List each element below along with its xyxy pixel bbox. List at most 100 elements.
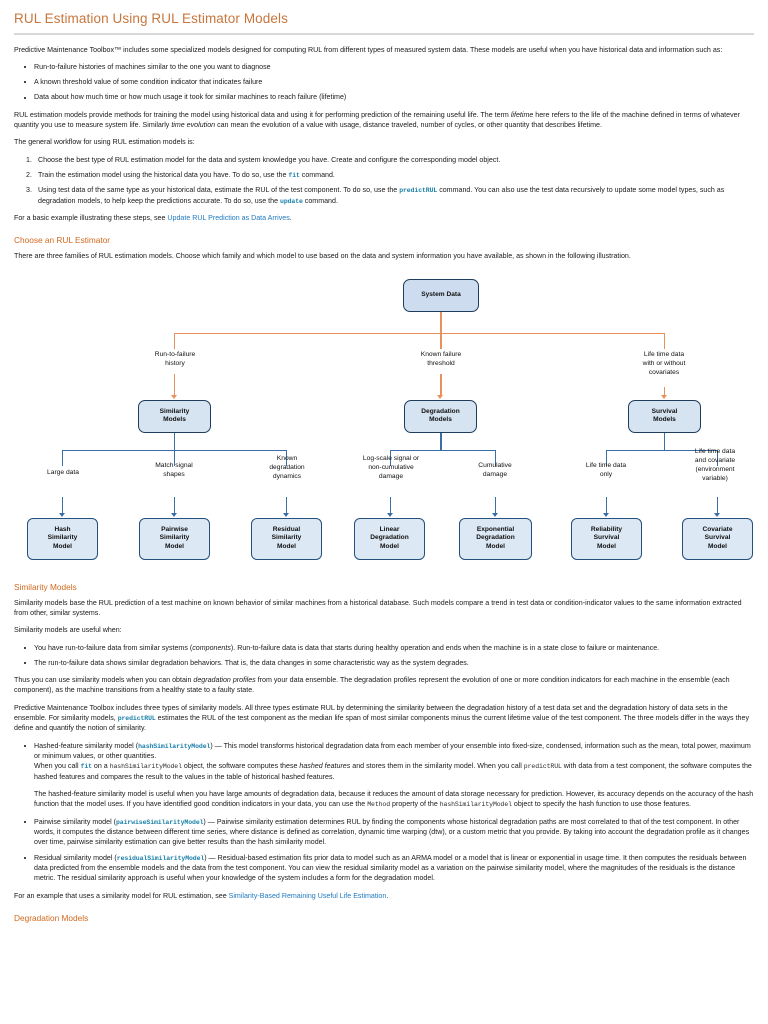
similarity-bullet-list: You have run-to-failure data from simila… bbox=[14, 643, 754, 669]
bullet-text: ) — This model transforms historical deg… bbox=[34, 741, 751, 761]
text-fragment: Thus you can use similarity models when … bbox=[14, 676, 194, 685]
workflow-lead-in: The general workflow for using RUL estim… bbox=[14, 138, 195, 147]
text-fragment: When you call bbox=[34, 762, 81, 771]
edge-root-bus bbox=[174, 332, 664, 335]
arrow-leaf-2 bbox=[171, 512, 177, 517]
list-item-residual-similarity: Residual similarity model (residualSimil… bbox=[14, 853, 754, 884]
step-text: Train the estimation model using the his… bbox=[38, 170, 289, 179]
step-text: Choose the best type of RUL estimation m… bbox=[38, 155, 501, 164]
edge-to-similarity bbox=[174, 373, 176, 396]
edge-similarity-c2 bbox=[174, 449, 176, 466]
diagram-label-large-data: Large data bbox=[47, 468, 79, 476]
bullet-text: Pairwise similarity model ( bbox=[34, 817, 116, 826]
code-hashsimilaritymodel-obj: hashSimilarityModel bbox=[109, 763, 182, 771]
edge-degradation-stem bbox=[440, 432, 442, 451]
edge-survival-bus bbox=[606, 449, 718, 452]
text-fragment: here refers to the life of the machine d… bbox=[14, 110, 740, 129]
arrow-leaf-3 bbox=[283, 512, 289, 517]
emphasis-components: components bbox=[192, 643, 231, 652]
node-label: System Data bbox=[421, 290, 461, 298]
page-title: RUL Estimation Using RUL Estimator Model… bbox=[14, 11, 288, 26]
workflow-step-3: Using test data of the same type as your… bbox=[14, 185, 754, 206]
bullet-text: Residual similarity model ( bbox=[34, 853, 117, 862]
edge-branch-1-down bbox=[174, 332, 176, 349]
text-fragment: with data from a test component, the sof… bbox=[34, 762, 752, 781]
arrow-leaf-5 bbox=[492, 512, 498, 517]
intro-paragraph-2: RUL estimation models provide methods fo… bbox=[14, 110, 754, 131]
edge-similarity-c1 bbox=[62, 449, 64, 466]
arrow-to-similarity bbox=[171, 394, 177, 399]
text-fragment: from your data ensemble. The degradation… bbox=[14, 676, 730, 695]
similarity-paragraph-3: Thus you can use similarity models when … bbox=[14, 675, 754, 696]
text-fragment: on a bbox=[91, 762, 110, 771]
heading-choose-rul-estimator: Choose an RUL Estimator bbox=[14, 235, 111, 246]
bullet-text: Data about how much time or how much usa… bbox=[34, 93, 347, 102]
intro-paragraph-1: Predictive Maintenance Toolbox™ includes… bbox=[14, 45, 723, 54]
text-fragment: property of the bbox=[390, 800, 440, 809]
diagram-node-system-data: System Data bbox=[403, 278, 479, 312]
bullet-text: You have run-to-failure data from simila… bbox=[34, 643, 193, 652]
list-item: You have run-to-failure data from simila… bbox=[14, 643, 754, 653]
bullet-text: ) — Pairwise similarity estimation deter… bbox=[34, 817, 750, 847]
emphasis-hashed-features: hashed features bbox=[299, 762, 351, 771]
text-fragment: . bbox=[289, 214, 292, 223]
code-update: update bbox=[280, 197, 303, 205]
edge-leaf-7 bbox=[717, 496, 719, 514]
list-item: A known threshold value of some conditio… bbox=[14, 77, 754, 87]
document-page: RUL Estimation Using RUL Estimator Model… bbox=[0, 9, 768, 939]
code-pairwisesimilaritymodel: pairwiseSimilarityModel bbox=[116, 818, 204, 826]
edge-root-stem bbox=[440, 311, 442, 334]
text-fragment: can mean the evolution of a value with u… bbox=[215, 120, 602, 129]
bullet-text: Hashed-feature similarity model ( bbox=[34, 741, 139, 750]
text-fragment: object to specify the hash function to u… bbox=[511, 800, 691, 809]
step-text: command. bbox=[302, 196, 338, 205]
edge-leaf-2 bbox=[174, 496, 176, 514]
code-hashsimilaritymodel: hashSimilarityModel bbox=[138, 742, 211, 750]
code-predictrul: predictRUL bbox=[399, 187, 438, 195]
code-hashsimilaritymodel-obj-2: hashSimilarityModel bbox=[439, 801, 512, 809]
edge-branch-3-down bbox=[664, 332, 666, 349]
arrow-leaf-6 bbox=[603, 512, 609, 517]
basic-example-paragraph: For a basic example illustrating these s… bbox=[14, 213, 754, 223]
emphasis-degradation-profiles: degradation profiles bbox=[193, 676, 256, 685]
code-method-property: Method bbox=[367, 801, 391, 809]
edge-survival-stem bbox=[664, 432, 666, 451]
step-text: Using test data of the same type as your… bbox=[38, 186, 400, 195]
step-text: command. bbox=[299, 170, 335, 179]
heading-degradation-models: Degradation Models bbox=[14, 912, 89, 923]
workflow-step-list: Choose the best type of RUL estimation m… bbox=[14, 155, 754, 207]
bullet-text: The run-to-failure data shows similar de… bbox=[34, 658, 469, 667]
bullet-text: ) — Residual-based estimation fits prior… bbox=[34, 853, 747, 883]
arrow-to-degradation bbox=[437, 394, 444, 399]
edge-survival-c1 bbox=[606, 449, 608, 466]
link-similarity-based-rul-estimation[interactable]: Similarity-Based Remaining Useful Life E… bbox=[228, 891, 387, 900]
workflow-step-1: Choose the best type of RUL estimation m… bbox=[14, 155, 754, 166]
text-fragment: The hashed-feature similarity model is u… bbox=[34, 790, 754, 809]
edge-to-degradation bbox=[440, 373, 442, 396]
edge-leaf-4 bbox=[390, 496, 392, 514]
code-residualsimilaritymodel: residualSimilarityModel bbox=[116, 854, 205, 862]
text-fragment: and stores them in the similarity model.… bbox=[350, 762, 524, 771]
similarity-model-types-list: Hashed-feature similarity model (hashSim… bbox=[14, 741, 754, 884]
edge-similarity-c3 bbox=[286, 449, 288, 466]
code-predictrul-inline: predictRUL bbox=[117, 714, 156, 722]
link-update-rul-prediction[interactable]: Update RUL Prediction as Data Arrives bbox=[167, 214, 290, 223]
edge-leaf-5 bbox=[495, 496, 497, 514]
similarity-paragraph-1: Similarity models base the RUL predictio… bbox=[14, 598, 742, 617]
emphasis-time-evolution: time evolution bbox=[171, 120, 216, 129]
